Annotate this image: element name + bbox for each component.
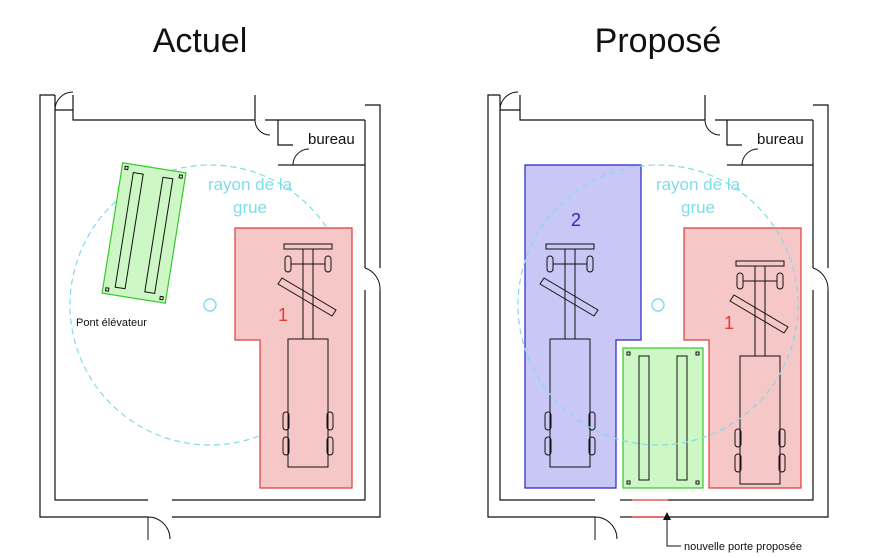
plan-title-actuel: Actuel xyxy=(153,22,248,60)
truck-zone-2-propose xyxy=(524,164,642,489)
bureau-label-propose: bureau xyxy=(757,131,804,148)
zone-1-label-actuel: 1 xyxy=(278,305,288,325)
doors-propose xyxy=(499,91,829,540)
crane-label-line2-actuel: grue xyxy=(233,198,267,217)
lift-zone-actuel xyxy=(101,162,187,304)
new-door-label: nouvelle porte proposée xyxy=(684,541,802,553)
walls-actuel xyxy=(39,94,381,518)
lift-label-actuel: Pont élévateur xyxy=(76,317,147,329)
truck-zone-1-propose xyxy=(683,227,802,489)
doors-actuel xyxy=(54,91,381,540)
crane-center-actuel xyxy=(203,298,217,312)
walls-propose xyxy=(487,94,829,518)
crane-label-line1-actuel: rayon de la xyxy=(208,175,293,194)
zone-2-label-propose: 2 xyxy=(571,210,581,230)
plan-actuel: Actuel bureau xyxy=(39,22,381,540)
lift-zone-propose xyxy=(622,347,704,489)
plan-title-propose: Proposé xyxy=(595,22,722,60)
crane-label-line1-propose: rayon de la xyxy=(656,175,741,194)
zone-1-label-propose: 1 xyxy=(724,313,734,333)
new-door-propose xyxy=(632,499,681,547)
truck-zone-1-actuel xyxy=(234,227,353,489)
plan-propose: Proposé xyxy=(487,22,829,553)
crane-radius-propose xyxy=(517,164,799,446)
crane-label-line2-propose: grue xyxy=(681,198,715,217)
crane-center-propose xyxy=(651,298,665,312)
bureau-label-actuel: bureau xyxy=(308,131,355,148)
